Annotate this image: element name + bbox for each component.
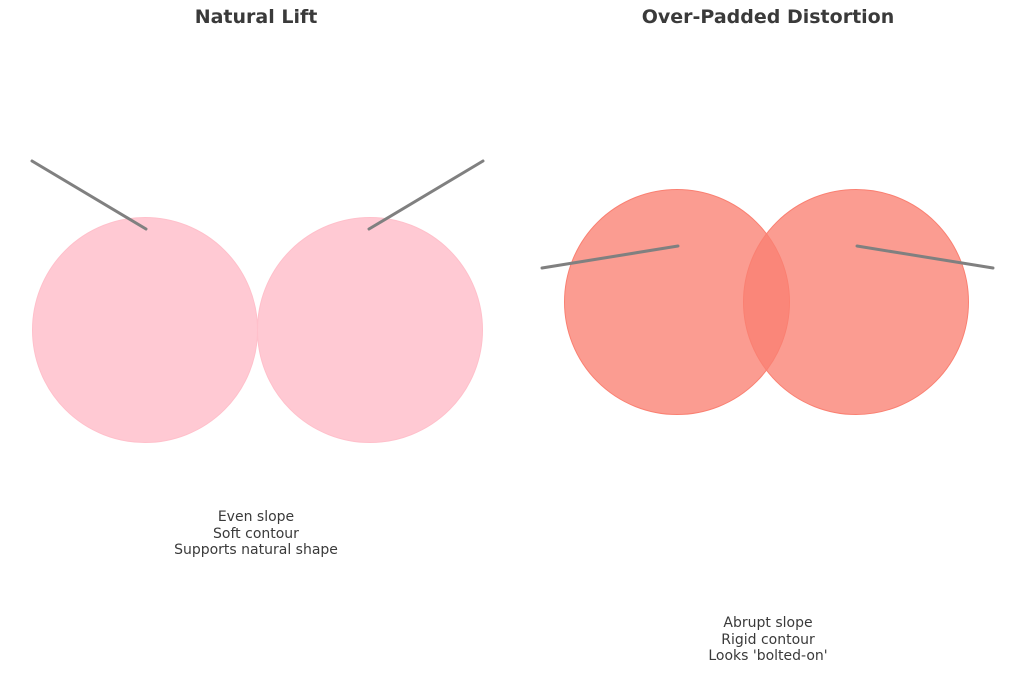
panel-title: Natural Lift	[194, 6, 318, 28]
left-cup-shape	[32, 217, 258, 443]
right-cup-shape	[743, 189, 969, 415]
caption-line: Soft contour	[213, 525, 299, 542]
over-padded-panel: Over-Padded Distortion Abrupt slope Rigi…	[512, 0, 1024, 675]
panel-caption: Even slope Soft contour Supports natural…	[0, 509, 512, 559]
left-strap-line	[30, 159, 148, 231]
natural-lift-illustration	[30, 159, 485, 443]
panel-caption: Abrupt slope Rigid contour Looks 'bolted…	[512, 615, 1024, 665]
left-strap-line	[540, 244, 680, 270]
caption-line: Looks 'bolted-on'	[708, 648, 828, 665]
caption-line: Even slope	[217, 509, 295, 525]
right-strap-line	[367, 159, 485, 231]
caption-line: Supports natural shape	[174, 542, 338, 559]
right-cup-shape	[257, 217, 483, 443]
caption-line: Abrupt slope	[723, 615, 813, 631]
caption-line: Rigid contour	[721, 631, 815, 648]
over-padded-illustration	[540, 189, 995, 415]
right-strap-line	[855, 244, 995, 270]
panel-title: Over-Padded Distortion	[641, 6, 895, 28]
natural-lift-panel: Natural Lift Even slope Soft contour Sup…	[0, 6, 512, 559]
